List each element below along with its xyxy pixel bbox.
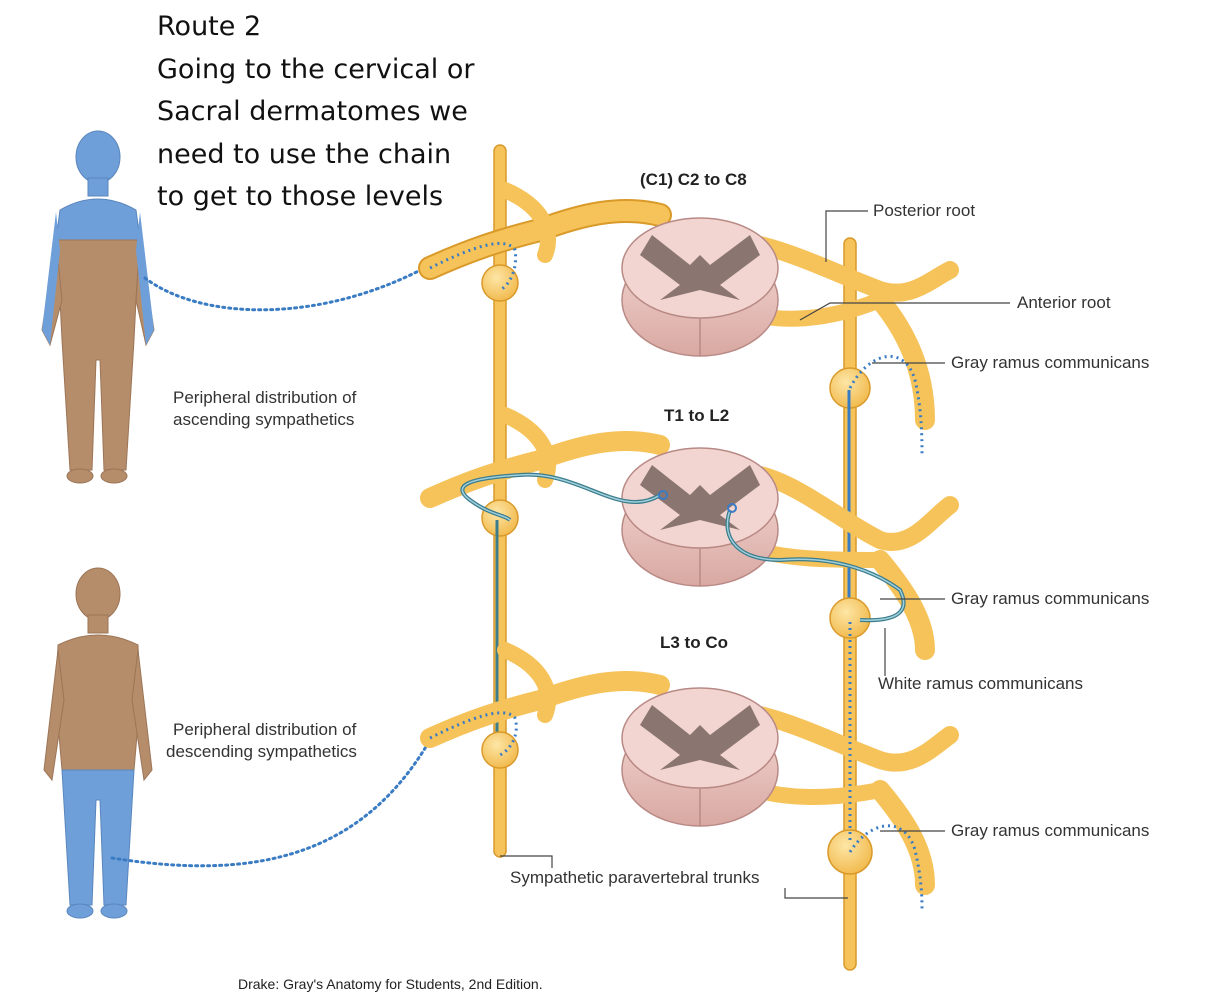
- source-credit: Drake: Gray's Anatomy for Students, 2nd …: [238, 976, 543, 992]
- note-line-4: need to use the chain: [157, 138, 452, 170]
- lower-body-figure: [43, 567, 153, 919]
- note-line-2: Going to the cervical or: [157, 53, 475, 85]
- note-line-5: to get to those levels: [157, 181, 444, 212]
- label-descending-line-1: Peripheral distribution of: [173, 720, 357, 739]
- level-heading-thoracolumbar: T1 to L2: [664, 406, 730, 425]
- label-ascending-line-1: Peripheral distribution of: [173, 388, 357, 407]
- note-line-3: Sacral dermatomes we: [157, 96, 468, 127]
- label-ascending-line-2: ascending sympathetics: [173, 410, 355, 429]
- label-white-ramus: White ramus communicans: [878, 674, 1084, 693]
- route-note: Route 2 Going to the cervical or Sacral …: [157, 6, 475, 219]
- descending-fiber-path: [110, 738, 432, 868]
- label-gray-ramus-1: Gray ramus communicans: [951, 353, 1150, 372]
- level-heading-lumbosacral: L3 to Co: [660, 633, 728, 652]
- label-sympathetic-trunks: Sympathetic paravertebral trunks: [510, 868, 760, 887]
- thoracolumbar-level: [420, 407, 959, 755]
- label-gray-ramus-3: Gray ramus communicans: [951, 821, 1150, 840]
- upper-body-figure: [41, 130, 155, 484]
- label-descending-line-2: descending sympathetics: [166, 742, 357, 761]
- ascending-fiber-path: [143, 263, 432, 312]
- cervical-level: [418, 182, 959, 612]
- note-line-1: Route 2: [157, 11, 262, 42]
- label-anterior-root: Anterior root: [1017, 293, 1111, 312]
- label-posterior-root: Posterior root: [873, 201, 976, 220]
- leader-lines: [500, 210, 1010, 899]
- level-heading-cervical: (C1) C2 to C8: [640, 170, 747, 189]
- lumbosacral-level: [420, 622, 959, 911]
- label-gray-ramus-2: Gray ramus communicans: [951, 589, 1150, 608]
